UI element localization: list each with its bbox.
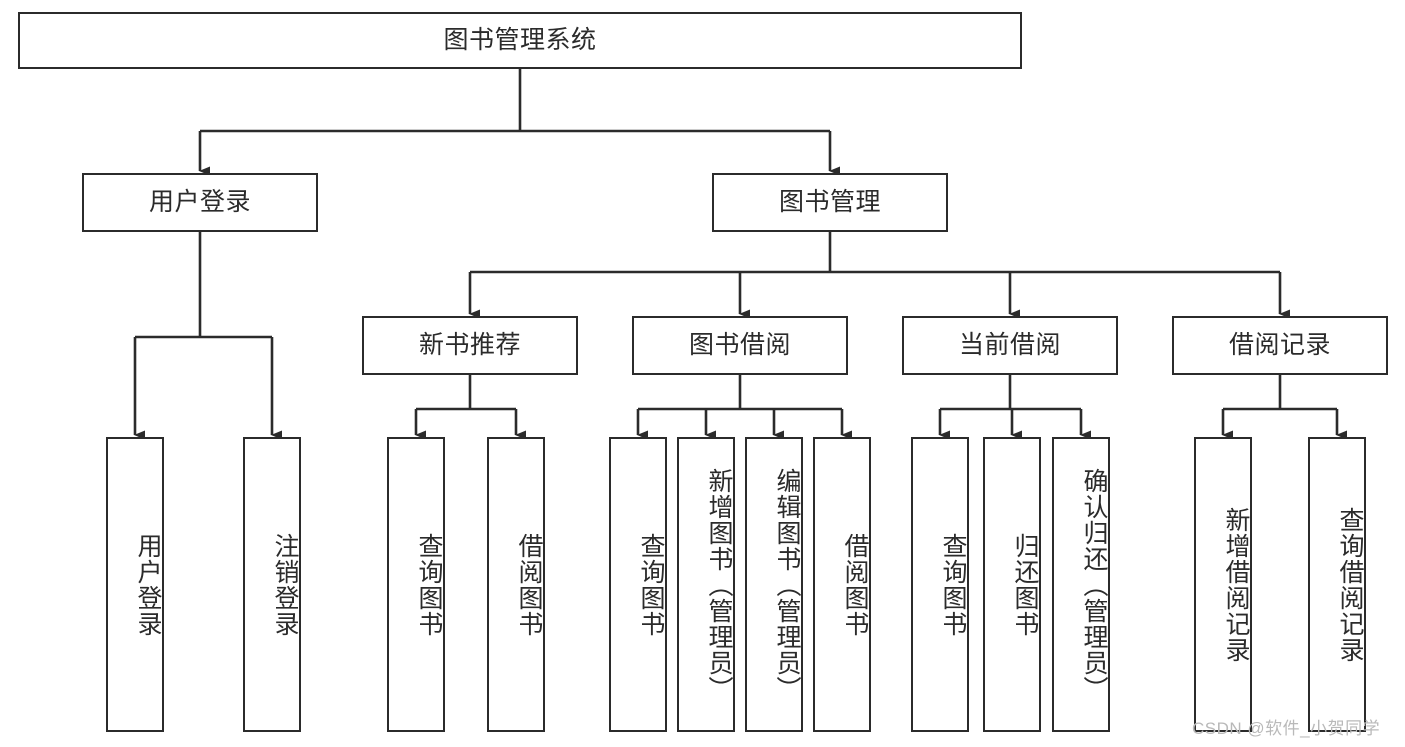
- node-root[interactable]: 图书管理系统: [18, 12, 1022, 69]
- node-leaf-add-record[interactable]: 新增借阅记录: [1194, 437, 1252, 732]
- node-leaf-logout-login[interactable]: 注销登录: [243, 437, 301, 732]
- node-leaf-user-login[interactable]: 用户登录: [106, 437, 164, 732]
- node-label: 查询图书: [415, 532, 443, 637]
- node-book-borrow[interactable]: 图书借阅: [632, 316, 848, 375]
- node-leaf-confirm-return[interactable]: 确认归还（管理员）: [1052, 437, 1110, 732]
- node-borrow-record[interactable]: 借阅记录: [1172, 316, 1388, 375]
- node-label: 用户登录: [148, 187, 251, 216]
- node-leaf-query-book-2[interactable]: 查询图书: [609, 437, 667, 732]
- node-label: 借阅记录: [1228, 330, 1331, 359]
- node-label: 新书推荐: [418, 330, 521, 359]
- connector-group: [133, 69, 1347, 440]
- node-label: 确认归还（管理员）: [1080, 467, 1108, 702]
- node-leaf-borrow-book-1[interactable]: 借阅图书: [487, 437, 545, 732]
- node-label: 查询图书: [637, 532, 665, 637]
- node-label: 借阅图书: [515, 532, 543, 637]
- node-leaf-query-book-3[interactable]: 查询图书: [911, 437, 969, 732]
- node-book-manage[interactable]: 图书管理: [712, 173, 948, 232]
- node-leaf-query-book-1[interactable]: 查询图书: [387, 437, 445, 732]
- node-label: 新增图书（管理员）: [705, 467, 733, 702]
- node-leaf-borrow-book-2[interactable]: 借阅图书: [813, 437, 871, 732]
- node-label: 归还图书: [1011, 532, 1039, 637]
- node-label: 用户登录: [134, 532, 162, 637]
- node-label: 图书管理: [778, 187, 881, 216]
- node-label: 查询图书: [939, 532, 967, 637]
- node-label: 编辑图书（管理员）: [773, 467, 801, 702]
- node-leaf-add-book[interactable]: 新增图书（管理员）: [677, 437, 735, 732]
- node-label: 新增借阅记录: [1222, 506, 1250, 663]
- node-leaf-query-record[interactable]: 查询借阅记录: [1308, 437, 1366, 732]
- node-new-book-recommend[interactable]: 新书推荐: [362, 316, 578, 375]
- node-current-borrow[interactable]: 当前借阅: [902, 316, 1118, 375]
- node-leaf-edit-book[interactable]: 编辑图书（管理员）: [745, 437, 803, 732]
- node-user-login[interactable]: 用户登录: [82, 173, 318, 232]
- node-label: 图书借阅: [688, 330, 791, 359]
- node-label: 注销登录: [271, 532, 299, 637]
- node-leaf-return-book[interactable]: 归还图书: [983, 437, 1041, 732]
- node-label: 图书管理系统: [443, 25, 597, 54]
- node-label: 借阅图书: [841, 532, 869, 637]
- node-label: 查询借阅记录: [1336, 506, 1364, 663]
- node-label: 当前借阅: [958, 330, 1061, 359]
